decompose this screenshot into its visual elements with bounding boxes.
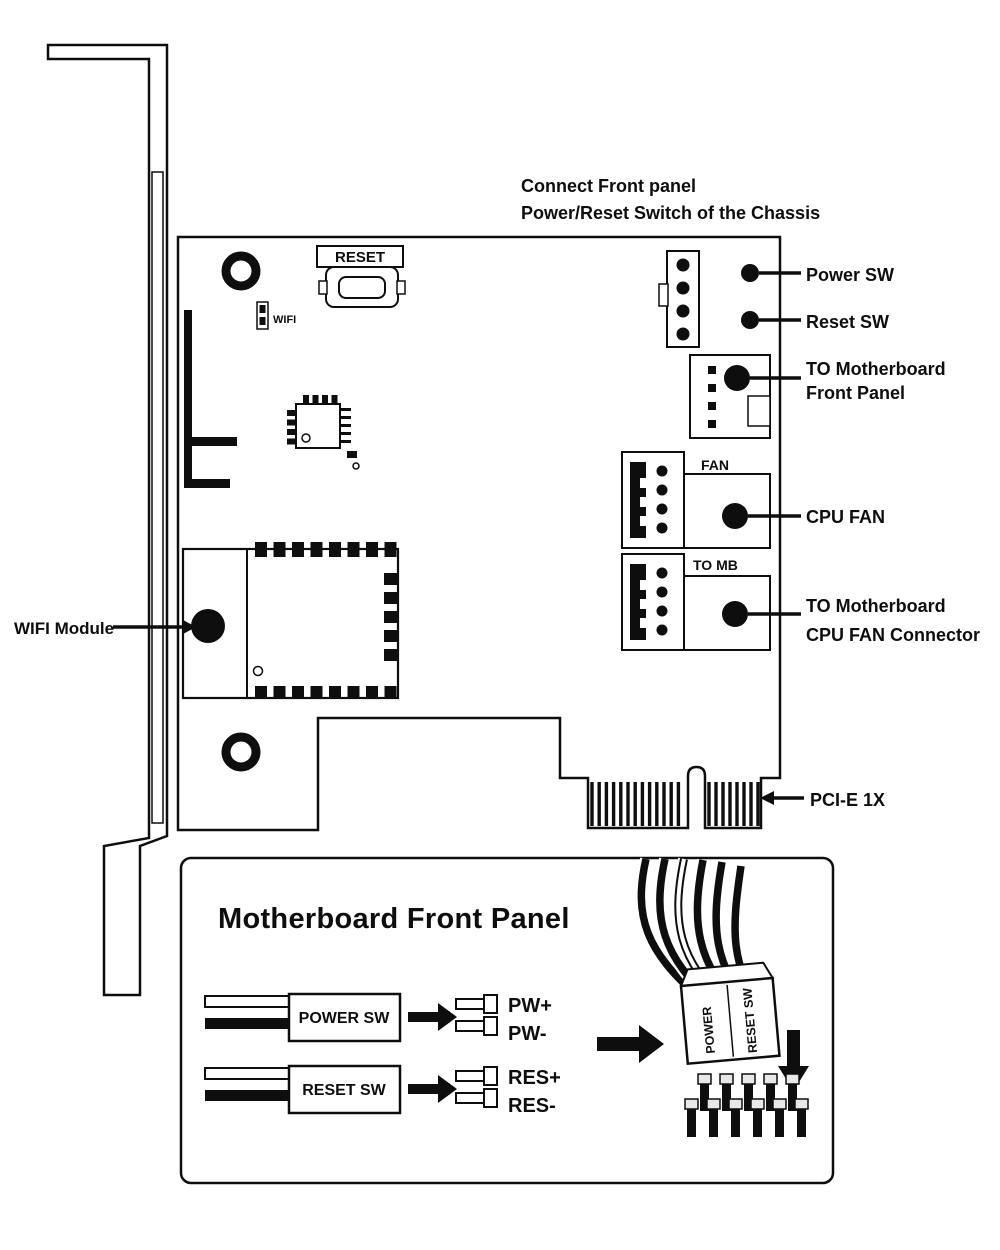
wifi-module-callout: WIFI Module xyxy=(14,619,196,638)
pcie-label: PCI-E 1X xyxy=(810,790,885,810)
power-sw-box-label: POWER SW xyxy=(299,1010,391,1027)
to-mb-cpu-fan-callout: TO Motherboard CPU FAN Connector xyxy=(748,596,980,645)
power-arrow-icon xyxy=(408,1003,457,1031)
front-panel-pin-header-3d xyxy=(684,1073,809,1137)
pw-plus-label: PW+ xyxy=(508,995,552,1017)
power-sw-label: Power SW xyxy=(806,265,894,285)
plug-power-label: POWER xyxy=(700,1006,718,1054)
to-mb-header-label: TO MB xyxy=(693,557,738,573)
wifi-led: WIFI xyxy=(256,301,296,330)
res-minus-label: RES- xyxy=(508,1095,556,1117)
big-right-arrow-icon xyxy=(597,1025,664,1063)
mounting-hole-bottom xyxy=(221,732,261,772)
wifi-module-callout-dot xyxy=(191,609,225,643)
bracket-slot xyxy=(151,171,164,824)
wifi-module xyxy=(181,542,400,700)
header-line1: Connect Front panel xyxy=(521,176,696,196)
power-sw-callout: Power SW xyxy=(741,264,894,285)
plug-reset-label: RESET SW xyxy=(740,987,760,1053)
front-panel-pin-header xyxy=(658,250,700,348)
wifi-led-label: WIFI xyxy=(273,314,296,326)
cpu-fan-dot xyxy=(722,503,748,529)
reset-button: RESET xyxy=(316,245,406,308)
mb-front-panel-connector xyxy=(689,354,771,439)
pcie-callout: PCI-E 1X xyxy=(760,790,885,810)
reset-arrow-icon xyxy=(408,1075,457,1103)
to-mb-cpu-fan-label1: TO Motherboard xyxy=(806,596,946,616)
power-sw-dot xyxy=(741,264,759,282)
ic-chip xyxy=(287,395,360,470)
reset-sw-dot xyxy=(741,311,759,329)
pcie-edge-fingers xyxy=(590,782,760,826)
fan-header-label: FAN xyxy=(701,457,729,473)
mb-front-panel-dot xyxy=(724,365,750,391)
reset-sw-box-label: RESET SW xyxy=(302,1082,386,1099)
front-panel-diagram-title: Motherboard Front Panel xyxy=(218,903,570,935)
reset-sw-row: RESET SW RES+ RES- xyxy=(204,1064,561,1117)
mb-front-panel-label2: Front Panel xyxy=(806,383,905,403)
power-sw-row: POWER SW PW+ PW- xyxy=(204,992,552,1045)
cpu-fan-label: CPU FAN xyxy=(806,507,885,527)
res-plus-label: RES+ xyxy=(508,1067,561,1089)
reset-button-label: RESET xyxy=(335,249,385,266)
to-mb-connector: TO MB xyxy=(621,553,771,651)
fan-connector: FAN xyxy=(621,451,771,549)
reset-sw-callout: Reset SW xyxy=(741,311,889,332)
to-mb-cpu-fan-dot xyxy=(722,601,748,627)
mb-front-panel-callout: TO Motherboard Front Panel xyxy=(750,359,946,403)
front-panel-diagram-box: Motherboard Front Panel POWER SW xyxy=(179,856,835,1185)
to-mb-cpu-fan-label2: CPU FAN Connector xyxy=(806,625,980,645)
wifi-module-label: WIFI Module xyxy=(14,619,114,638)
reset-sw-label: Reset SW xyxy=(806,312,889,332)
cpu-fan-callout: CPU FAN xyxy=(748,507,885,527)
header-line2: Power/Reset Switch of the Chassis xyxy=(521,203,820,223)
antenna-trace xyxy=(184,310,237,488)
pci-bracket xyxy=(46,43,169,997)
mb-front-panel-label1: TO Motherboard xyxy=(806,359,946,379)
front-panel-plug: POWER RESET SW xyxy=(679,961,781,1066)
mounting-hole-top xyxy=(221,251,261,291)
pw-minus-label: PW- xyxy=(508,1023,546,1045)
